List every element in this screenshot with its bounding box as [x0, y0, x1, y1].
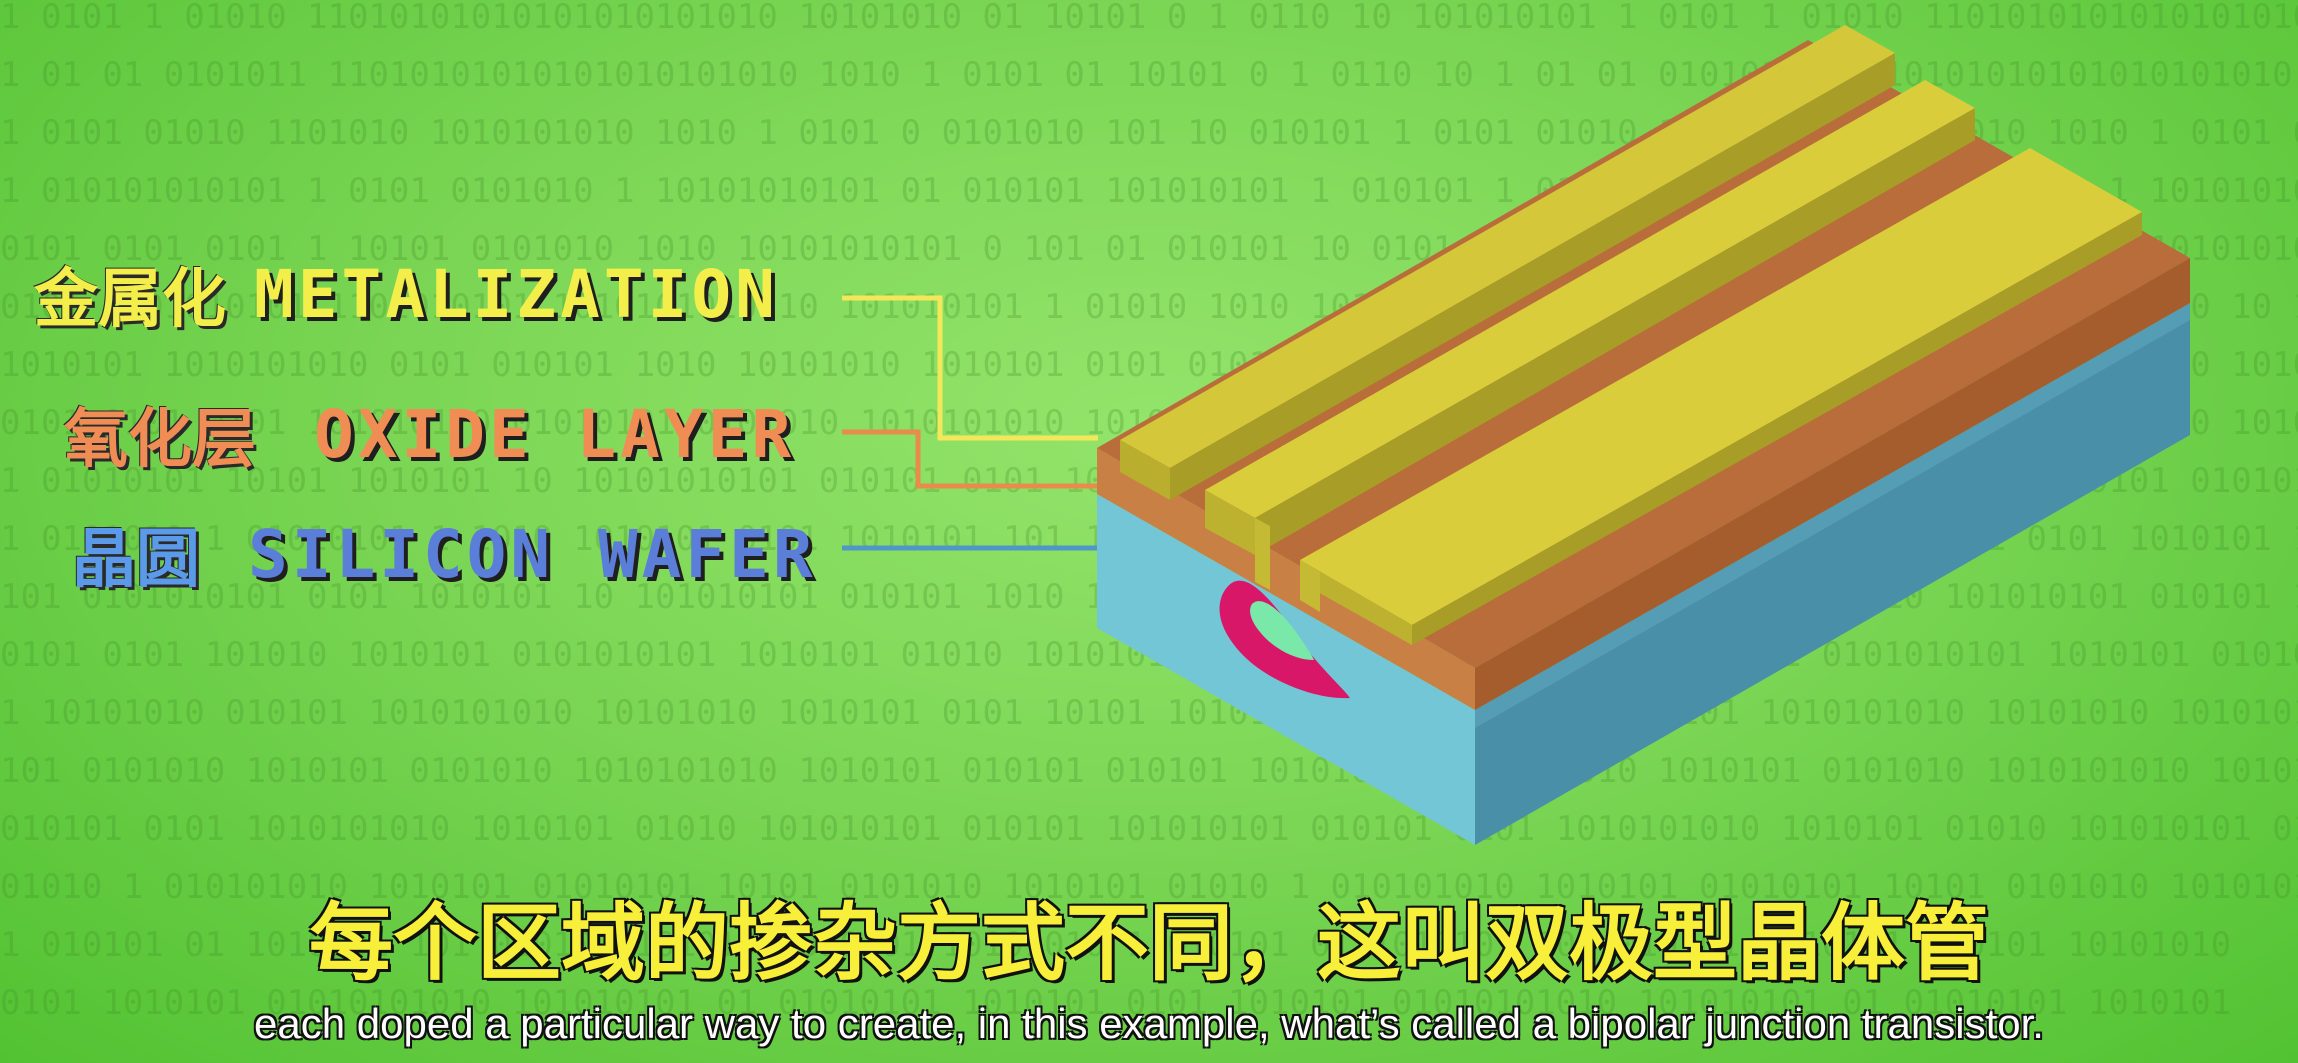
silicon-wafer-right-face-shade [1475, 303, 2190, 728]
doped-region-inner [1250, 601, 1314, 660]
metal-strip-2-right [1255, 108, 1975, 555]
metal-strip-3-front [1300, 560, 1412, 645]
metal-strip-3-top [1300, 148, 2142, 625]
metal-strip-2-front [1205, 490, 1255, 555]
label-oxide-layer-zh: 氧化层 [64, 403, 256, 477]
label-silicon-wafer-zh: 晶圆 [72, 523, 200, 597]
binary-background-line: 01010 1 010101010 1010101 01010101 10101… [0, 867, 2298, 907]
leader-line-metalization [842, 295, 1098, 441]
metal-strip-1-right [1170, 53, 1895, 500]
oxide-layer-right [1475, 258, 2190, 710]
metal-strip-2-stem [1255, 518, 1270, 590]
binary-background-line: 010101 0101 1010101010 1010101 01010 101… [0, 809, 2298, 849]
oxide-layer-front [1097, 448, 1475, 710]
label-metalization-en: METALIZATION [254, 255, 779, 333]
metal-strip-1-top [1120, 25, 1895, 468]
binary-background-line: 0101 1010101 01010101010 101010101 01 01… [0, 983, 2231, 1023]
subtitle-english: each doped a particular way to create, i… [254, 1000, 2044, 1047]
label-silicon-wafer: 晶圆 SILICON WAFER [72, 508, 817, 600]
oxide-layer-top [1097, 40, 2190, 668]
metal-strip-2-top [1205, 80, 1975, 518]
metal-strip-3-right [1412, 212, 2142, 645]
label-silicon-wafer-en: SILICON WAFER [248, 515, 817, 593]
subtitle-chinese: 每个区域的掺杂方式不同，这叫双极型晶体管 [308, 894, 1989, 992]
binary-background-line: 1 0101 1 01010 11010101010101010101010 1… [0, 0, 2298, 37]
label-oxide-layer: 氧化层 OXIDE LAYER [64, 388, 795, 480]
metal-strip-1-front [1120, 440, 1170, 500]
binary-background-line: 1 010101 01 1010101 101 010101 1010101 0… [0, 925, 2231, 965]
label-metalization: 金属化 METALIZATION [34, 248, 779, 340]
label-metalization-zh: 金属化 [34, 263, 226, 337]
binary-background-line: 101 0101010 1010101 0101010 1010101010 1… [0, 751, 2298, 791]
label-oxide-layer-en: OXIDE LAYER [314, 395, 796, 473]
metal-strip-3-stem [1300, 560, 1320, 612]
silicon-wafer-right-face [1475, 303, 2190, 845]
leader-line-oxide [842, 429, 1098, 489]
binary-background-line: 1 10101010 010101 1010101010 10101010 10… [0, 693, 2298, 733]
